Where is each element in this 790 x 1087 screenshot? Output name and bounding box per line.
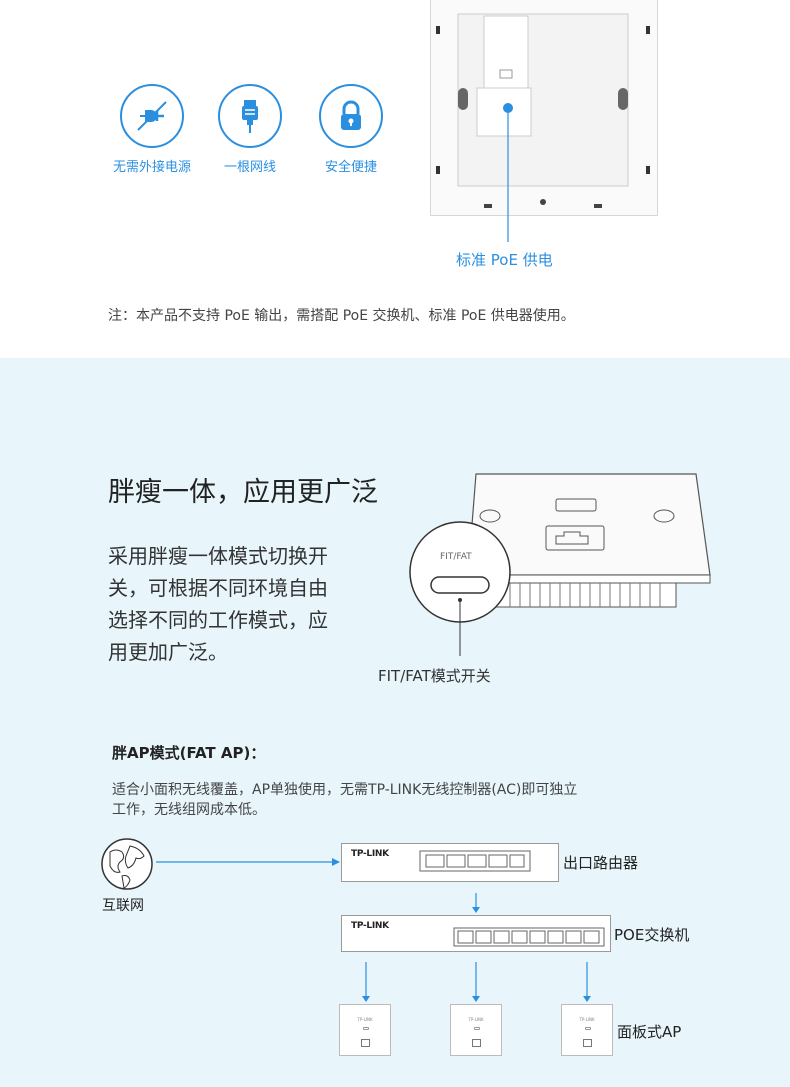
ap-port bbox=[472, 1039, 481, 1047]
ap-brand: TP-LINK bbox=[579, 1017, 595, 1022]
no-power-plug-icon bbox=[120, 84, 184, 148]
body-text-line: 关，可根据不同环境自由 bbox=[108, 576, 328, 600]
body-text-line: 用更加广泛。 bbox=[108, 640, 228, 664]
panel-ap-device: TP-LINK bbox=[450, 1004, 502, 1056]
poe-switch-device: TP-LINK bbox=[341, 915, 611, 952]
power-section bbox=[0, 0, 790, 358]
ap-brand: TP-LINK bbox=[468, 1017, 484, 1022]
ap-label: 面板式AP bbox=[617, 1023, 682, 1041]
ap-slot bbox=[585, 1027, 591, 1030]
fat-ap-heading: 胖AP模式(FAT AP)： bbox=[112, 744, 266, 762]
feature-no-power: 无需外接电源 bbox=[107, 84, 197, 175]
router-ports bbox=[419, 850, 531, 872]
router-brand: TP-LINK bbox=[351, 849, 389, 859]
usage-note: 注：本产品不支持 PoE 输出，需搭配 PoE 交换机、标准 PoE 供电器使用… bbox=[108, 308, 575, 324]
ap-slot bbox=[363, 1027, 369, 1030]
fat-ap-desc-line: 工作，无线组网成本低。 bbox=[112, 802, 266, 818]
switch-label: FIT/FAT模式开关 bbox=[378, 667, 491, 685]
section-heading: 胖瘦一体，应用更广泛 bbox=[108, 477, 378, 508]
switch-marking: FIT/FAT bbox=[440, 552, 472, 562]
feature-label: 安全便捷 bbox=[324, 160, 377, 175]
switch-label: POE交换机 bbox=[614, 926, 690, 944]
panel-ap-device: TP-LINK bbox=[339, 1004, 391, 1056]
switch-brand: TP-LINK bbox=[351, 921, 389, 931]
switch-ports bbox=[453, 927, 605, 947]
ap-port bbox=[361, 1039, 370, 1047]
fat-ap-desc-line: 适合小面积无线覆盖，AP单独使用，无需TP-LINK无线控制器(AC)即可独立 bbox=[112, 782, 578, 798]
ap-port bbox=[583, 1039, 592, 1047]
ethernet-cable-icon bbox=[218, 84, 282, 148]
body-text-line: 选择不同的工作模式，应 bbox=[108, 608, 328, 632]
ap-perspective-drawing bbox=[409, 473, 711, 656]
padlock-icon bbox=[319, 84, 383, 148]
feature-one-cable: 一根网线 bbox=[205, 84, 295, 175]
router-label: 出口路由器 bbox=[563, 854, 639, 872]
ap-brand: TP-LINK bbox=[357, 1017, 373, 1022]
router-device: TP-LINK bbox=[341, 843, 559, 882]
internet-label: 互联网 bbox=[102, 898, 144, 914]
feature-label: 一根网线 bbox=[223, 160, 276, 175]
poe-callout-label: 标准 PoE 供电 bbox=[456, 251, 553, 269]
feature-secure: 安全便捷 bbox=[306, 84, 396, 175]
ap-slot bbox=[474, 1027, 480, 1030]
globe-icon bbox=[101, 838, 153, 890]
feature-label: 无需外接电源 bbox=[112, 160, 191, 175]
body-text-line: 采用胖瘦一体模式切换开 bbox=[108, 544, 328, 568]
ap-back-panel-drawing bbox=[436, 13, 650, 242]
panel-ap-device: TP-LINK bbox=[561, 1004, 613, 1056]
